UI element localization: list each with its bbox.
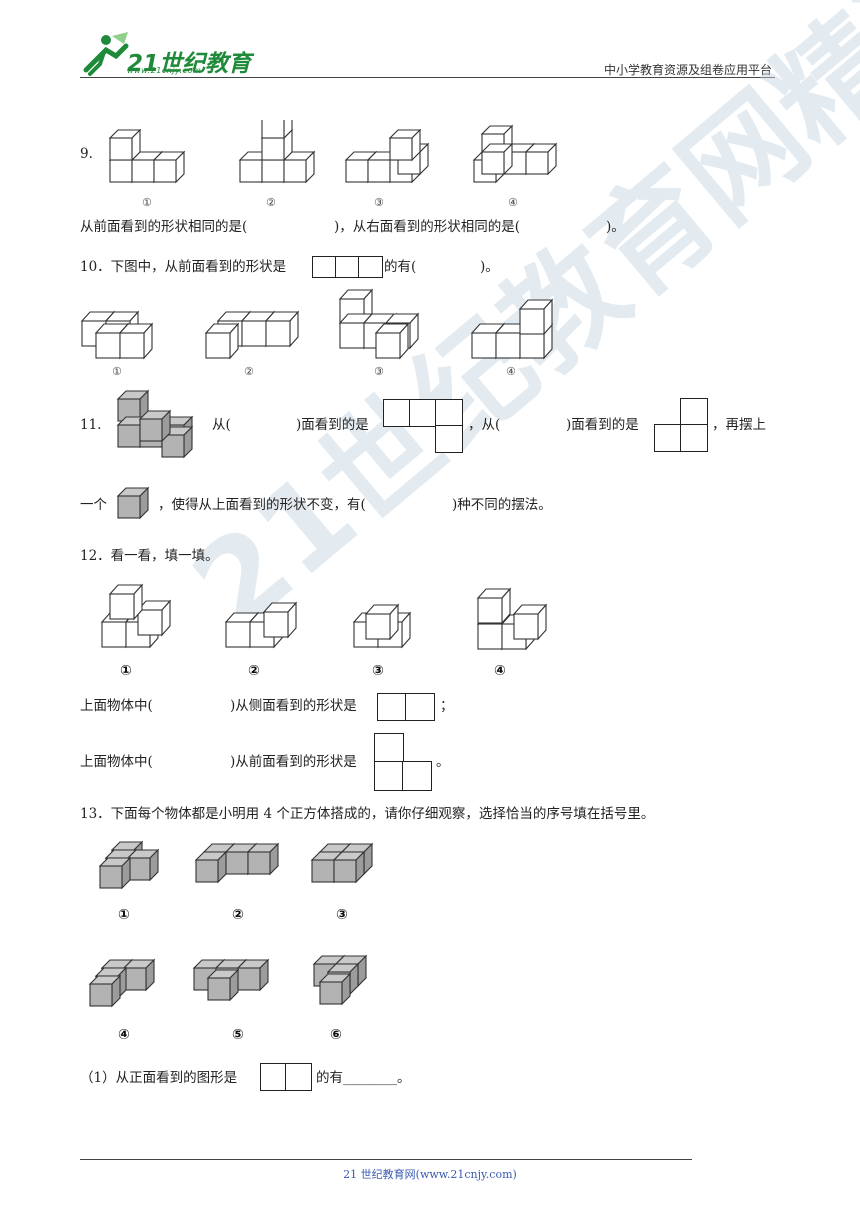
q13-figure-3 <box>311 843 373 883</box>
q12-line2-c: 。 <box>436 754 450 770</box>
q11-single-cube-icon <box>117 487 149 519</box>
q13-sub1-a: （1）从正面看到的图形是 <box>80 1070 238 1086</box>
q13-figures: ① ② ③ ④ ⑤ ⑥ <box>89 841 373 1043</box>
q11-text-e: ，再摆上 <box>712 417 766 433</box>
q9-text-a: 从前面看到的形状相同的是( <box>80 219 248 235</box>
q9-label-2: ② <box>266 196 276 209</box>
q12-label-4: ④ <box>494 663 506 679</box>
q9-text-c: )。 <box>606 219 625 235</box>
q9-figure-3 <box>345 129 429 183</box>
q11-text-a: 从( <box>212 417 231 433</box>
q10-figure-4 <box>471 299 553 359</box>
q13-label-1: ① <box>118 907 130 923</box>
q12-line1-b: )从侧面看到的形状是 <box>230 698 357 714</box>
q9-text-b: )，从右面看到的形状相同的是( <box>334 219 521 235</box>
q12-line1-c: ； <box>440 698 454 714</box>
logo-text: 21世纪教育 <box>127 51 252 77</box>
q10-figure-3 <box>339 289 419 359</box>
q12-figures: ① ② ③ ④ <box>101 584 547 679</box>
q13-figure-4 <box>89 959 155 1007</box>
q11-shape-a <box>383 399 463 453</box>
q13-label-3: ③ <box>336 907 348 923</box>
header-divider <box>80 77 775 78</box>
q11-text-f: 一个 <box>80 497 107 513</box>
footer-divider <box>80 1159 692 1160</box>
runner-logo-icon <box>83 32 129 76</box>
q9-label-3: ③ <box>374 196 384 209</box>
q10-figures: ① ② ③ ④ <box>81 289 553 378</box>
q11-text-b: )面看到的是 <box>296 417 369 433</box>
q13-label-5: ⑤ <box>232 1027 244 1043</box>
q11-shape-b <box>654 398 708 452</box>
q13-label-2: ② <box>232 907 244 923</box>
q11-text-g: ，使得从上面看到的形状不变，有( <box>158 497 366 513</box>
logo-url: www.21cnjy.com <box>127 66 202 75</box>
site-name: 中小学教育资源及组卷应用平台 <box>603 63 772 77</box>
q13-figure-6 <box>313 955 367 1005</box>
q12-line2-a: 上面物体中( <box>80 754 153 770</box>
q13-figure-1 <box>99 841 159 889</box>
q11-text-h: )种不同的摆法。 <box>452 497 552 513</box>
q12-figure-4 <box>477 588 547 650</box>
q12-shape-side <box>377 693 435 721</box>
q9-figure-4 <box>473 125 557 183</box>
q10-label-4: ④ <box>506 365 516 378</box>
q11-figure <box>117 390 193 458</box>
q11-text-c: ，从( <box>468 417 501 433</box>
q10-text-c: )。 <box>480 259 499 275</box>
q9-figure-1 <box>109 129 185 183</box>
q10-label-2: ② <box>244 365 254 378</box>
q13-shape-1x2 <box>260 1063 312 1091</box>
q11-text-d: )面看到的是 <box>566 417 639 433</box>
q9-figures: ① ② ③ ④ <box>109 120 557 209</box>
q13-sub1-b: 的有________。 <box>316 1070 411 1086</box>
q9-figure-2 <box>239 120 315 183</box>
q10-figure-1 <box>81 311 153 359</box>
q12-line2-b: )从前面看到的形状是 <box>230 754 357 770</box>
q12-shape-front <box>374 733 432 791</box>
q11-number: 11. <box>80 417 102 433</box>
q12-figure-1 <box>101 584 171 648</box>
q12-label-2: ② <box>248 663 260 679</box>
q10-label-3: ③ <box>374 365 384 378</box>
q12-label-3: ③ <box>372 663 384 679</box>
q13-figure-2 <box>195 843 279 883</box>
q10-figure-2 <box>205 311 299 359</box>
q13-label-4: ④ <box>118 1027 130 1043</box>
q10-text-b: 的有( <box>384 259 417 275</box>
q12-label-1: ① <box>120 663 132 679</box>
q10-shape-1x3 <box>312 256 384 278</box>
q9-label-1: ① <box>142 196 152 209</box>
q12-figure-2 <box>225 602 297 648</box>
q10-label-1: ① <box>112 365 122 378</box>
footer-text: 21 世纪教育网(www.21cnjy.com) <box>343 1168 517 1181</box>
q9-number: 9. <box>80 146 93 162</box>
q13-figure-5 <box>193 959 269 1001</box>
q13-label-6: ⑥ <box>330 1027 342 1043</box>
q9-label-4: ④ <box>508 196 518 209</box>
q10-text-a: 10．下图中，从前面看到的形状是 <box>80 259 287 275</box>
q12-title: 12．看一看，填一填。 <box>80 548 219 564</box>
q12-figure-3 <box>353 604 411 648</box>
q13-title: 13．下面每个物体都是小明用 4 个正方体搭成的，请你仔细观察，选择恰当的序号填… <box>80 806 655 822</box>
q12-line1-a: 上面物体中( <box>80 698 153 714</box>
